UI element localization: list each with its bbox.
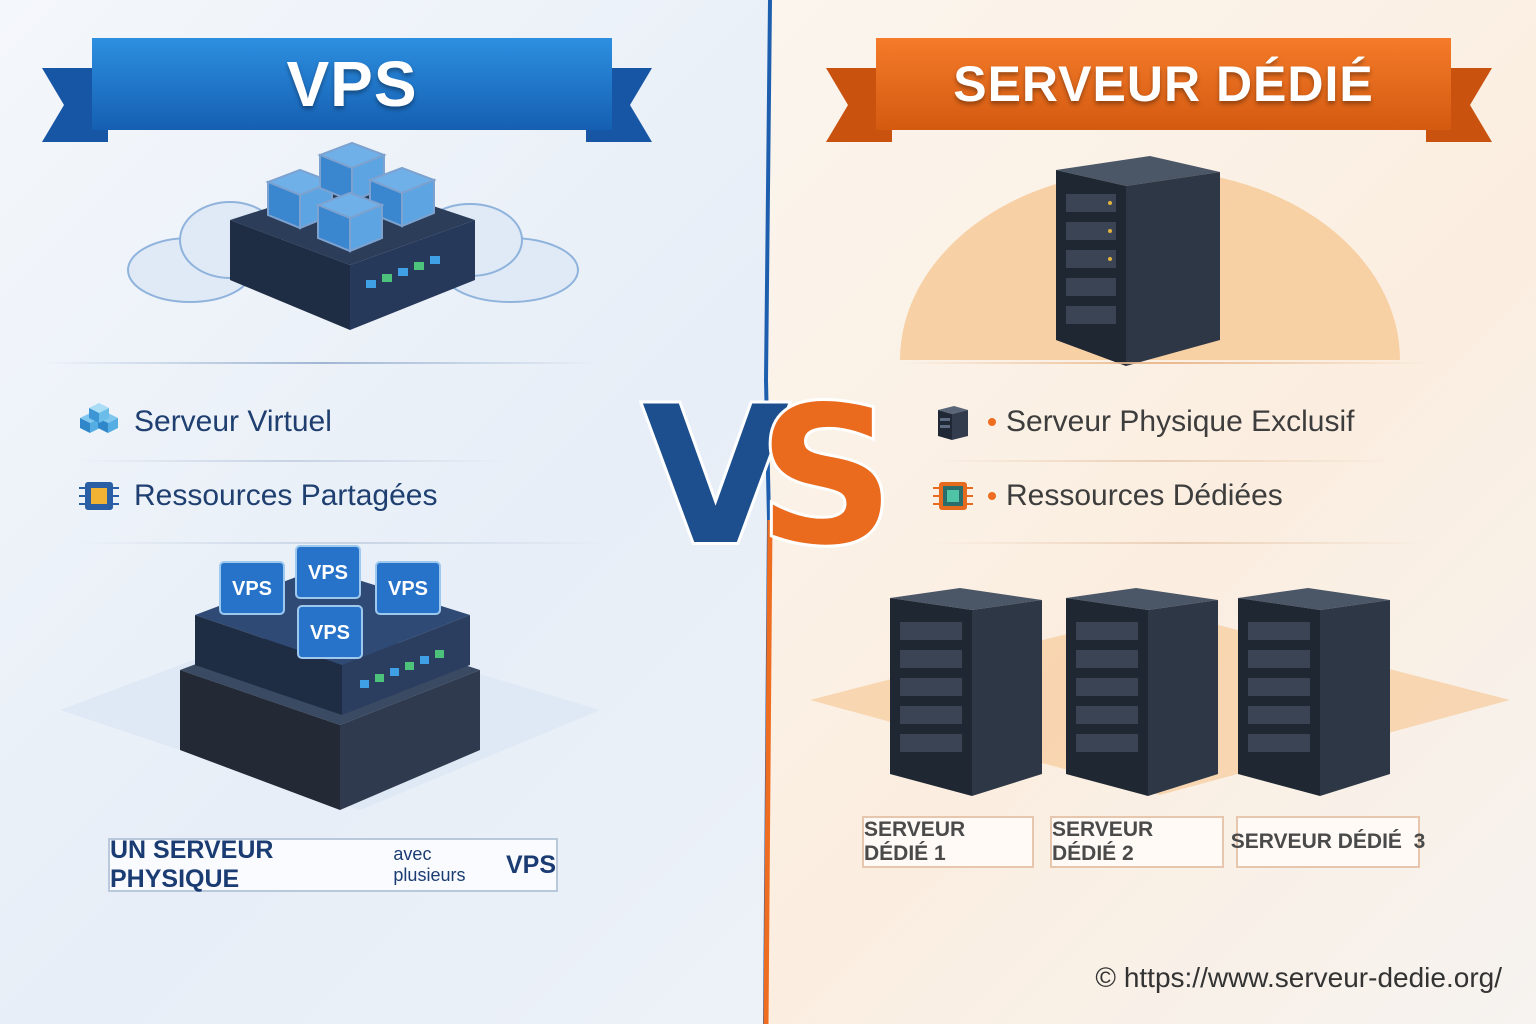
vps-cube (219, 561, 285, 615)
copyright-icon: © (1095, 962, 1117, 993)
vps-cube (297, 605, 363, 659)
cube-stack-icon (80, 403, 118, 433)
dedicated-servers-illustration (810, 588, 1510, 796)
bullet-dot (988, 418, 996, 426)
caption-small: avec plusieurs (393, 844, 466, 885)
feature-label: Ressources Partagées (134, 479, 438, 512)
feature-exclusive-physical-server: Serveur Physique Exclusif (930, 402, 1355, 442)
bullet-dot (988, 492, 996, 500)
section-divider (898, 362, 1434, 364)
vps-caption: UN SERVEUR PHYSIQUE avec plusieurs VPS (108, 836, 558, 893)
vps-title: VPS (92, 38, 612, 130)
vps-tag: VPS (310, 622, 350, 644)
feature-dedicated-resources: Ressources Dédiées (930, 476, 1283, 516)
vps-cube (295, 545, 361, 599)
feature-divider (930, 460, 1396, 462)
dedicated-title: SERVEUR DÉDIÉ (876, 38, 1451, 130)
banner-ribbon-left-tail (826, 68, 892, 142)
feature-virtual-server: Serveur Virtuel (76, 402, 332, 442)
caption-end: VPS (505, 850, 556, 879)
server-label-2: SERVEUR DÉDIÉ 2 (1050, 816, 1224, 868)
section-divider (930, 542, 1430, 544)
banner-ribbon-left-tail (42, 68, 108, 142)
vps-tag: VPS (308, 562, 348, 584)
feature-label: Serveur Physique Exclusif (1006, 405, 1355, 438)
vps-cube (375, 561, 441, 615)
server-tower-icon (938, 406, 968, 440)
cpu-chip-icon (79, 482, 119, 510)
source-url-link[interactable]: https://www.serveur-dedie.org/ (1123, 962, 1502, 993)
feature-divider (76, 460, 510, 462)
vps-tag: VPS (388, 578, 428, 600)
caption-main: UN SERVEUR PHYSIQUE (110, 836, 274, 893)
vps-tag: VPS (232, 578, 272, 600)
shared-server-illustration: VPS VPS VPS VPS (60, 545, 600, 810)
cpu-chip-icon (933, 482, 973, 510)
feature-label: Ressources Dédiées (1006, 479, 1283, 512)
source-footer: © https://www.serveur-dedie.org/ (1095, 962, 1502, 994)
vs-badge: V S (639, 363, 898, 590)
server-label-1: SERVEUR DÉDIÉ 1 (862, 816, 1034, 868)
dedicated-server-illustration (900, 156, 1400, 366)
center-divider (763, 0, 773, 1024)
cloud-server-illustration (127, 141, 579, 330)
vs-letter-s: S (758, 366, 895, 587)
feature-label: Serveur Virtuel (134, 405, 332, 438)
feature-shared-resources: Ressources Partagées (76, 476, 438, 516)
section-divider (44, 362, 600, 364)
vs-letter-v: V (642, 366, 789, 587)
server-label-3: SERVEUR DÉDIÉ 3 (1231, 816, 1425, 868)
section-divider (76, 542, 616, 544)
